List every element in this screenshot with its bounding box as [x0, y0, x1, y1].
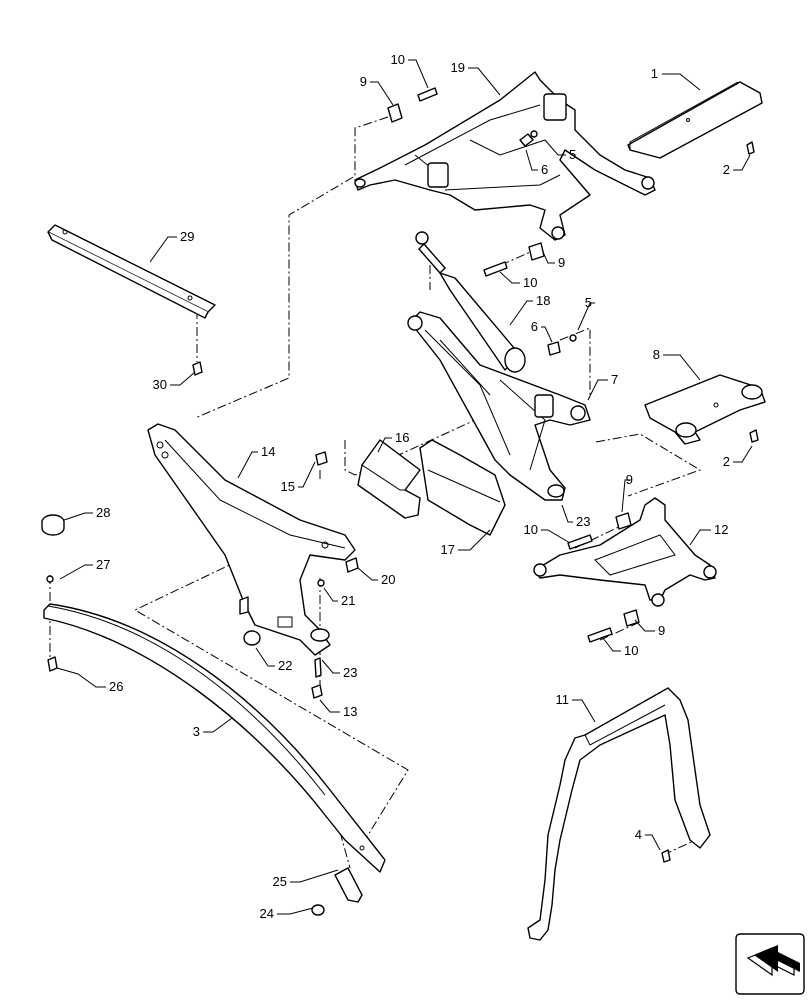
part-16-guard [357, 439, 421, 519]
callout-12: 12 [714, 522, 728, 537]
callout-18: 18 [536, 293, 550, 308]
callout-6: 6 [531, 319, 538, 334]
callout-25: 25 [273, 874, 287, 889]
callout-9: 9 [558, 255, 565, 270]
part-7-bracket [407, 311, 591, 501]
callout-2: 2 [723, 162, 730, 177]
part-29-angle-strip [47, 224, 216, 376]
callout-30: 30 [153, 377, 167, 392]
callout-17: 17 [441, 542, 455, 557]
callout-leaders [56, 59, 753, 915]
callout-21: 21 [341, 593, 355, 608]
hardware-side-plate [243, 451, 359, 699]
callout-27: 27 [96, 557, 110, 572]
callout-23: 23 [576, 514, 590, 529]
callout-2: 2 [723, 454, 730, 469]
callout-23: 23 [343, 665, 357, 680]
callout-5: 5 [569, 147, 576, 162]
callout-9: 9 [360, 74, 367, 89]
callout-5: 5 [585, 295, 592, 310]
part-11-handle-bar [527, 687, 711, 941]
callout-15: 15 [281, 479, 295, 494]
part-12-lower-arm [533, 497, 717, 643]
callout-24: 24 [260, 906, 274, 921]
callout-9: 9 [626, 472, 633, 487]
callout-11: 11 [556, 692, 570, 707]
part-3-curved-rail [43, 603, 386, 916]
part-19-upper-frame [354, 71, 656, 241]
hardware-top [387, 87, 545, 277]
callout-8: 8 [653, 347, 660, 362]
part-17-cover [419, 439, 506, 536]
callout-20: 20 [381, 572, 395, 587]
callout-22: 22 [278, 658, 292, 673]
callout-labels: 1 2 2 3 4 5 5 6 6 7 8 9 9 9 9 10 10 10 1… [96, 52, 730, 921]
part-8-mount-plate [644, 374, 766, 445]
small-hardware-left [41, 514, 65, 672]
callout-9: 9 [658, 623, 665, 638]
callout-14: 14 [261, 444, 275, 459]
callout-10: 10 [391, 52, 405, 67]
callout-3: 3 [193, 724, 200, 739]
part-18-gas-strut [415, 231, 526, 373]
callout-6: 6 [541, 162, 548, 177]
callout-7: 7 [611, 372, 618, 387]
callout-29: 29 [180, 229, 194, 244]
callout-26: 26 [109, 679, 123, 694]
callout-28: 28 [96, 505, 110, 520]
callout-1: 1 [651, 66, 658, 81]
callout-19: 19 [451, 60, 465, 75]
callout-10: 10 [523, 275, 537, 290]
callout-13: 13 [343, 704, 357, 719]
callout-10: 10 [624, 643, 638, 658]
part-14-side-plate [147, 423, 356, 656]
callout-4: 4 [635, 827, 642, 842]
next-page-arrow-icon[interactable] [735, 933, 805, 995]
part-1-plate [627, 81, 763, 159]
callout-16: 16 [395, 430, 409, 445]
callout-10: 10 [524, 522, 538, 537]
